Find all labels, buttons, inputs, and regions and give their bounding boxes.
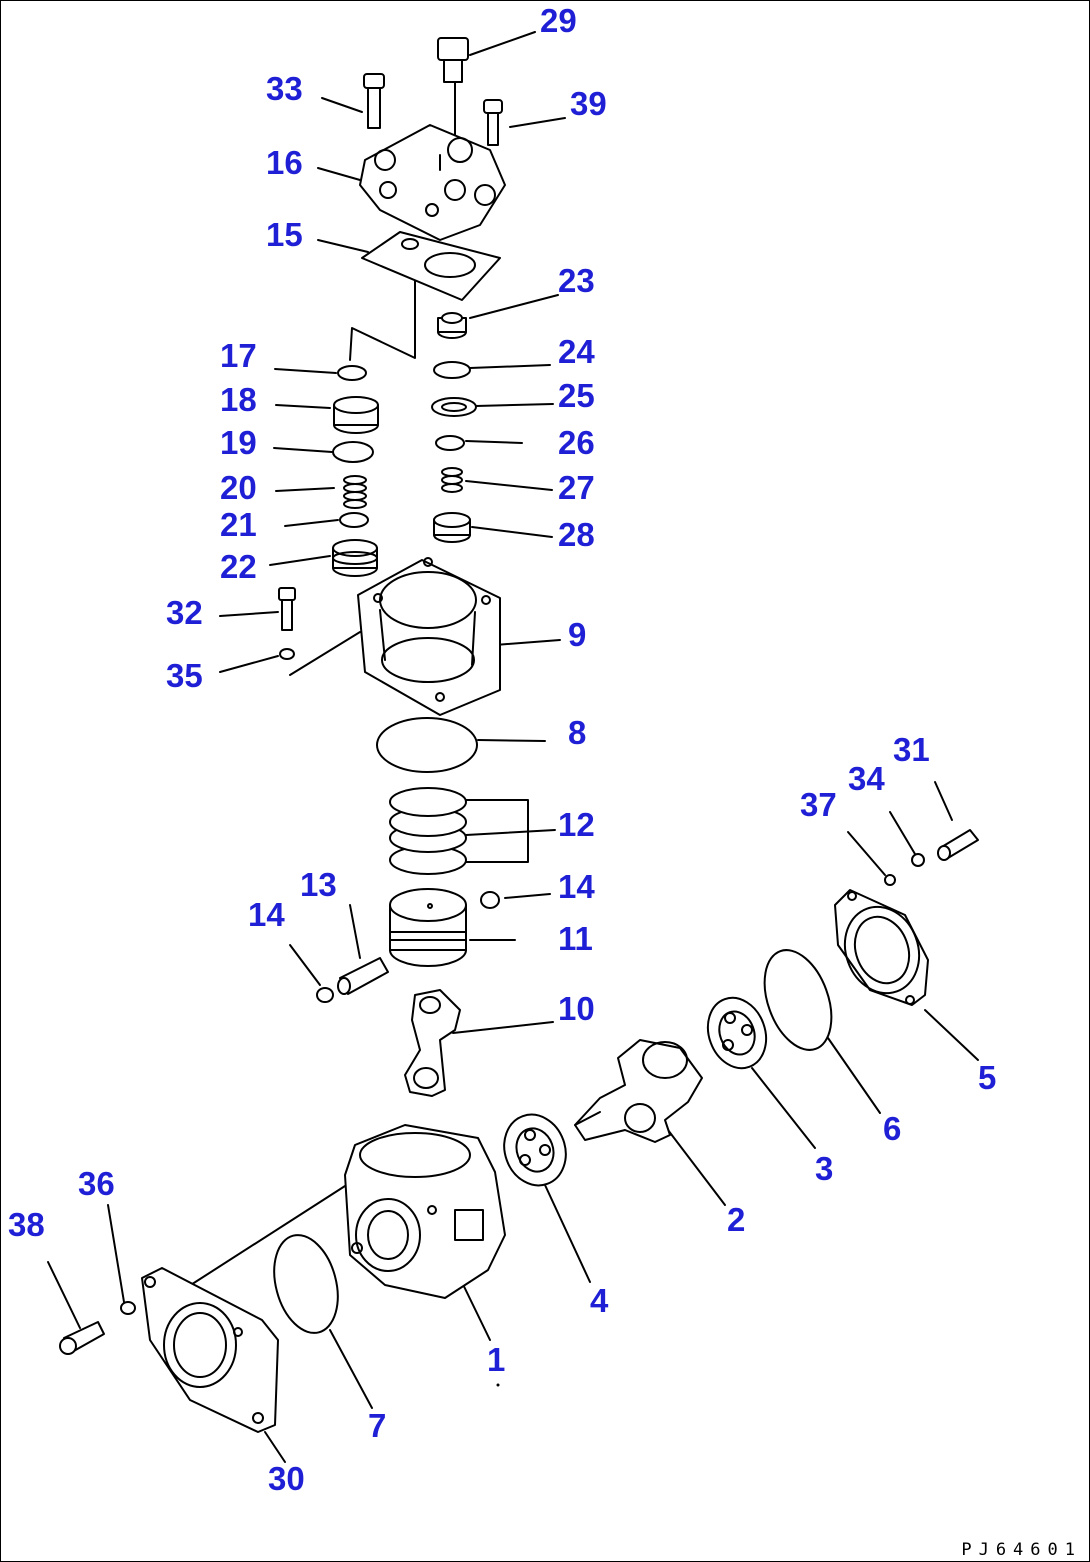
part-17-valve bbox=[337, 365, 367, 381]
part-4-bearing bbox=[503, 1113, 567, 1187]
part-21-valve bbox=[339, 512, 369, 528]
label-8: 8 bbox=[568, 714, 587, 751]
label-12: 12 bbox=[558, 806, 595, 843]
label-7: 7 bbox=[368, 1407, 387, 1444]
part-35-washer bbox=[279, 648, 295, 660]
part-36-washer bbox=[120, 1301, 136, 1315]
label-11: 11 bbox=[558, 920, 593, 957]
part-3-bearing bbox=[706, 996, 768, 1070]
label-14-left: 14 bbox=[248, 896, 285, 933]
label-39: 39 bbox=[570, 85, 607, 122]
part-24-gasket bbox=[433, 361, 471, 379]
part-2-crankshaft bbox=[574, 1039, 703, 1143]
label-13: 13 bbox=[300, 866, 337, 903]
label-3: 3 bbox=[815, 1150, 834, 1187]
part-22-valve-seat bbox=[332, 539, 378, 577]
part-9-cylinder-block bbox=[357, 557, 501, 716]
part-39-bolt bbox=[483, 99, 503, 146]
part-10-connecting-rod bbox=[404, 989, 461, 1097]
label-1: 1 bbox=[487, 1341, 506, 1378]
part-14-snap-ring bbox=[480, 891, 500, 909]
label-5: 5 bbox=[978, 1059, 997, 1096]
part-7-gasket bbox=[273, 1234, 339, 1334]
part-29-bolt bbox=[437, 37, 469, 83]
part-34-washer bbox=[911, 853, 925, 867]
label-14-right: 14 bbox=[558, 868, 595, 905]
label-38: 38 bbox=[8, 1206, 45, 1243]
label-10: 10 bbox=[558, 990, 595, 1027]
part-27-spring bbox=[441, 467, 463, 493]
label-17: 17 bbox=[220, 337, 257, 374]
label-28: 28 bbox=[558, 516, 595, 553]
label-37: 37 bbox=[800, 786, 837, 823]
part-23-plug bbox=[437, 312, 467, 339]
label-35: 35 bbox=[166, 657, 203, 694]
label-32: 32 bbox=[166, 594, 203, 631]
label-30: 30 bbox=[268, 1460, 305, 1497]
part-37-washer bbox=[884, 874, 896, 886]
part-5-front-cover bbox=[834, 889, 929, 1006]
label-36: 36 bbox=[78, 1165, 115, 1202]
part-33-bolt bbox=[363, 73, 385, 129]
label-15: 15 bbox=[266, 216, 303, 253]
leader-lines bbox=[47, 31, 979, 1463]
marker-dot bbox=[496, 1383, 500, 1387]
label-9: 9 bbox=[568, 616, 587, 653]
part-14-snap-ring-left bbox=[316, 987, 334, 1003]
part-11-piston bbox=[389, 888, 467, 967]
part-16-cylinder-head bbox=[359, 124, 506, 241]
label-22: 22 bbox=[220, 548, 257, 585]
label-21: 21 bbox=[220, 506, 257, 543]
part-26-valve bbox=[435, 435, 465, 451]
label-25: 25 bbox=[558, 377, 595, 414]
part-18-valve-seat bbox=[333, 396, 379, 434]
part-19-o-ring bbox=[332, 441, 374, 463]
label-33: 33 bbox=[266, 70, 303, 107]
label-26: 26 bbox=[558, 424, 595, 461]
part-25-washer bbox=[431, 397, 477, 417]
part-6-gasket bbox=[763, 949, 833, 1051]
part-32-bolt bbox=[278, 587, 296, 631]
part-1-crankcase bbox=[344, 1124, 506, 1299]
part-15-gasket bbox=[361, 231, 501, 301]
label-20: 20 bbox=[220, 469, 257, 506]
part-31-bolt bbox=[937, 829, 979, 861]
label-4: 4 bbox=[590, 1282, 609, 1319]
part-12-piston-rings bbox=[389, 787, 467, 875]
part-20-spring bbox=[343, 475, 367, 509]
label-16: 16 bbox=[266, 144, 303, 181]
part-13-piston-pin bbox=[337, 957, 389, 995]
label-18: 18 bbox=[220, 381, 257, 418]
label-34: 34 bbox=[848, 760, 885, 797]
label-19: 19 bbox=[220, 424, 257, 461]
label-23: 23 bbox=[558, 262, 595, 299]
label-6: 6 bbox=[883, 1110, 902, 1147]
part-28-valve-seat bbox=[433, 512, 471, 543]
drawing-code: PJ64601 bbox=[961, 1540, 1082, 1560]
part-30-end-cover bbox=[141, 1267, 279, 1433]
label-31: 31 bbox=[893, 731, 930, 768]
label-2: 2 bbox=[727, 1201, 746, 1238]
label-29: 29 bbox=[540, 2, 577, 39]
part-8-gasket bbox=[376, 717, 478, 773]
label-24: 24 bbox=[558, 333, 595, 370]
part-38-bolt bbox=[59, 1321, 105, 1355]
label-27: 27 bbox=[558, 469, 595, 506]
